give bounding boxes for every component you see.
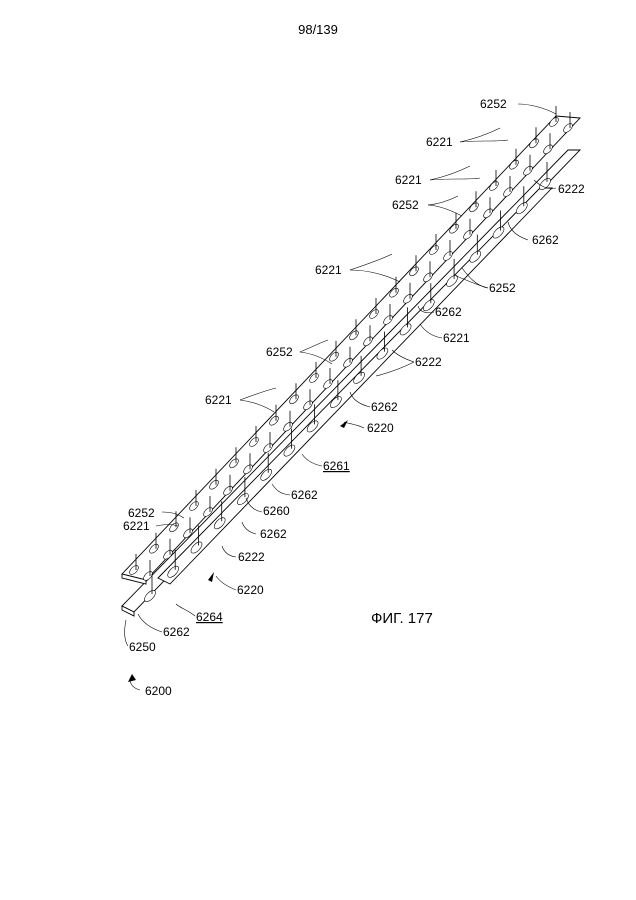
ref-6262-a: 6262 <box>532 233 559 247</box>
beam-structure <box>122 106 580 616</box>
ref-6221-f: 6221 <box>123 519 150 533</box>
ref-6252-c: 6252 <box>489 281 516 295</box>
ref-6250: 6250 <box>129 640 156 654</box>
reference-labels: 6252 6221 6221 6222 6252 6262 6221 6252 … <box>123 97 585 698</box>
ref-6221-e: 6221 <box>205 393 232 407</box>
ref-6252-top: 6252 <box>480 97 507 111</box>
ref-6200: 6200 <box>145 684 172 698</box>
ref-6264: 6264 <box>196 610 223 624</box>
ref-6222-c: 6222 <box>238 550 265 564</box>
ref-6220-b: 6220 <box>237 583 264 597</box>
ref-6262-d: 6262 <box>291 488 318 502</box>
ref-6221-c: 6221 <box>315 263 342 277</box>
ref-6261: 6261 <box>323 459 350 473</box>
ref-6221-a: 6221 <box>426 135 453 149</box>
ref-6221-d: 6221 <box>443 331 470 345</box>
figure-caption: ФИГ. 177 <box>371 610 433 627</box>
ref-6252-e: 6252 <box>128 506 155 520</box>
ref-6262-c: 6262 <box>371 400 398 414</box>
ref-6252-b: 6252 <box>392 198 419 212</box>
holes <box>128 116 574 604</box>
ref-6262-f: 6262 <box>163 625 190 639</box>
ref-6262-e: 6262 <box>260 527 287 541</box>
ref-6252-d: 6252 <box>266 345 293 359</box>
ref-6220-a: 6220 <box>367 421 394 435</box>
ref-6260: 6260 <box>263 504 290 518</box>
ref-6222-a: 6222 <box>558 182 585 196</box>
ref-6222-b: 6222 <box>415 355 442 369</box>
ref-6221-b: 6221 <box>395 173 422 187</box>
ref-6262-b: 6262 <box>435 305 462 319</box>
